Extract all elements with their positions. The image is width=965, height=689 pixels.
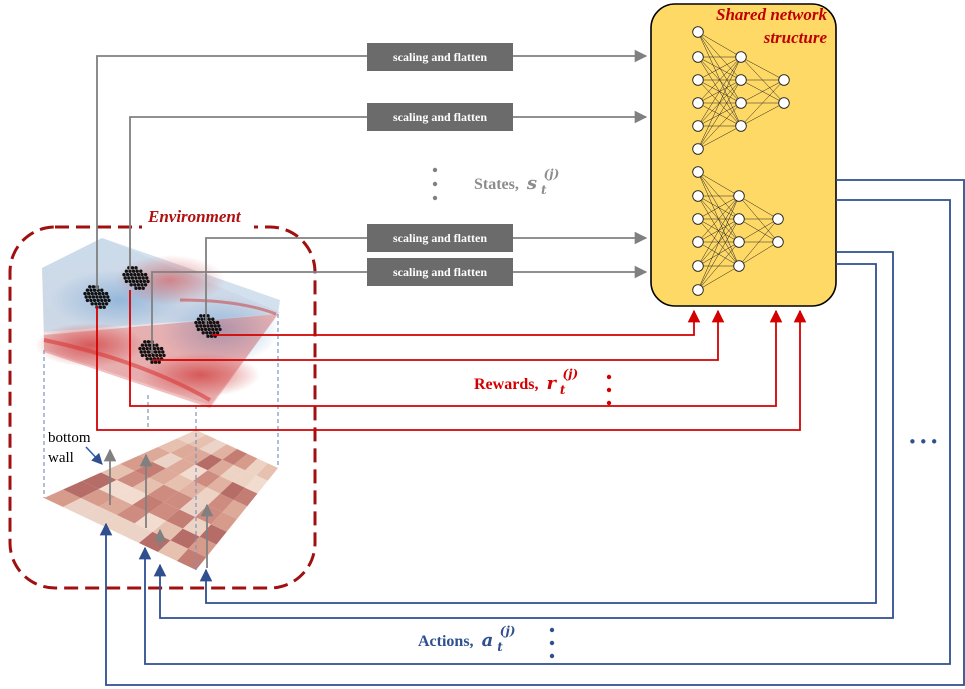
neuron	[692, 97, 704, 109]
scaling-box-4-label: scaling and flatten	[393, 265, 487, 279]
flow-field-image	[35, 238, 280, 408]
neuron	[692, 74, 704, 86]
neuron	[733, 260, 745, 272]
scaling-box-1: scaling and flatten	[367, 43, 513, 71]
neuron	[692, 120, 704, 132]
bottom-wall-label-line1: bottom	[48, 430, 91, 446]
reward-arrow-1	[212, 309, 701, 336]
neuron	[692, 284, 704, 296]
neuron	[735, 51, 747, 63]
action-line-3	[153, 251, 894, 619]
scaling-box-3-label: scaling and flatten	[393, 231, 487, 245]
states-annotation: States, s t (j)	[432, 167, 559, 201]
reward-arrow-2	[152, 309, 725, 361]
action-line-1	[99, 179, 965, 686]
state-arrow-1	[96, 49, 648, 290]
more-agents-ellipsis: •••	[908, 433, 941, 451]
bottom-wall-grid	[44, 430, 278, 570]
bottom-wall-label-line2: wall	[48, 450, 74, 466]
scaling-boxes: scaling and flatten scaling and flatten …	[367, 43, 513, 286]
actions-label: Actions, a t (j)	[418, 624, 515, 655]
neuron	[692, 190, 704, 202]
neuron	[772, 236, 784, 248]
neuron	[692, 236, 704, 248]
neuron	[692, 26, 704, 38]
neuron	[692, 213, 704, 225]
network-title-line1: Shared network	[716, 5, 827, 24]
neuron	[772, 213, 784, 225]
scaling-box-1-label: scaling and flatten	[393, 50, 487, 64]
neuron	[733, 190, 745, 202]
neuron	[692, 143, 704, 155]
reward-arrow-3	[129, 290, 783, 407]
network-connections	[697, 31, 785, 291]
neuron	[778, 97, 790, 109]
bottom-wall-pointer	[85, 446, 103, 465]
projection-lines	[43, 314, 279, 570]
neuron	[735, 74, 747, 86]
neuron	[733, 236, 745, 248]
neuron	[735, 97, 747, 109]
network-neurons	[692, 26, 790, 296]
neuron	[692, 51, 704, 63]
rewards-label: Rewards, r t (j)	[474, 367, 578, 398]
scaling-box-2: scaling and flatten	[367, 103, 513, 131]
scaling-box-4: scaling and flatten	[367, 258, 513, 286]
neuron	[733, 213, 745, 225]
scaling-box-3: scaling and flatten	[367, 224, 513, 252]
actions-annotation: Actions, a t (j)	[418, 624, 555, 659]
reward-arrow-4	[96, 306, 807, 431]
network-title-line2: structure	[763, 28, 828, 47]
rewards-annotation: Rewards, r t (j)	[474, 367, 612, 406]
scaling-box-2-label: scaling and flatten	[393, 110, 487, 124]
states-label: States, s t (j)	[474, 167, 559, 198]
neuron	[692, 260, 704, 272]
neuron	[735, 120, 747, 132]
environment: Environment bottom wall	[8, 205, 317, 590]
neuron	[778, 74, 790, 86]
neuron	[692, 166, 704, 178]
shared-network: Shared network structure	[650, 3, 837, 307]
environment-label-bg	[142, 205, 254, 229]
environment-label: Environment	[147, 207, 242, 226]
action-lines	[99, 179, 965, 686]
action-line-2	[138, 199, 951, 665]
reward-arrows	[96, 290, 807, 431]
action-line-4	[199, 263, 877, 604]
